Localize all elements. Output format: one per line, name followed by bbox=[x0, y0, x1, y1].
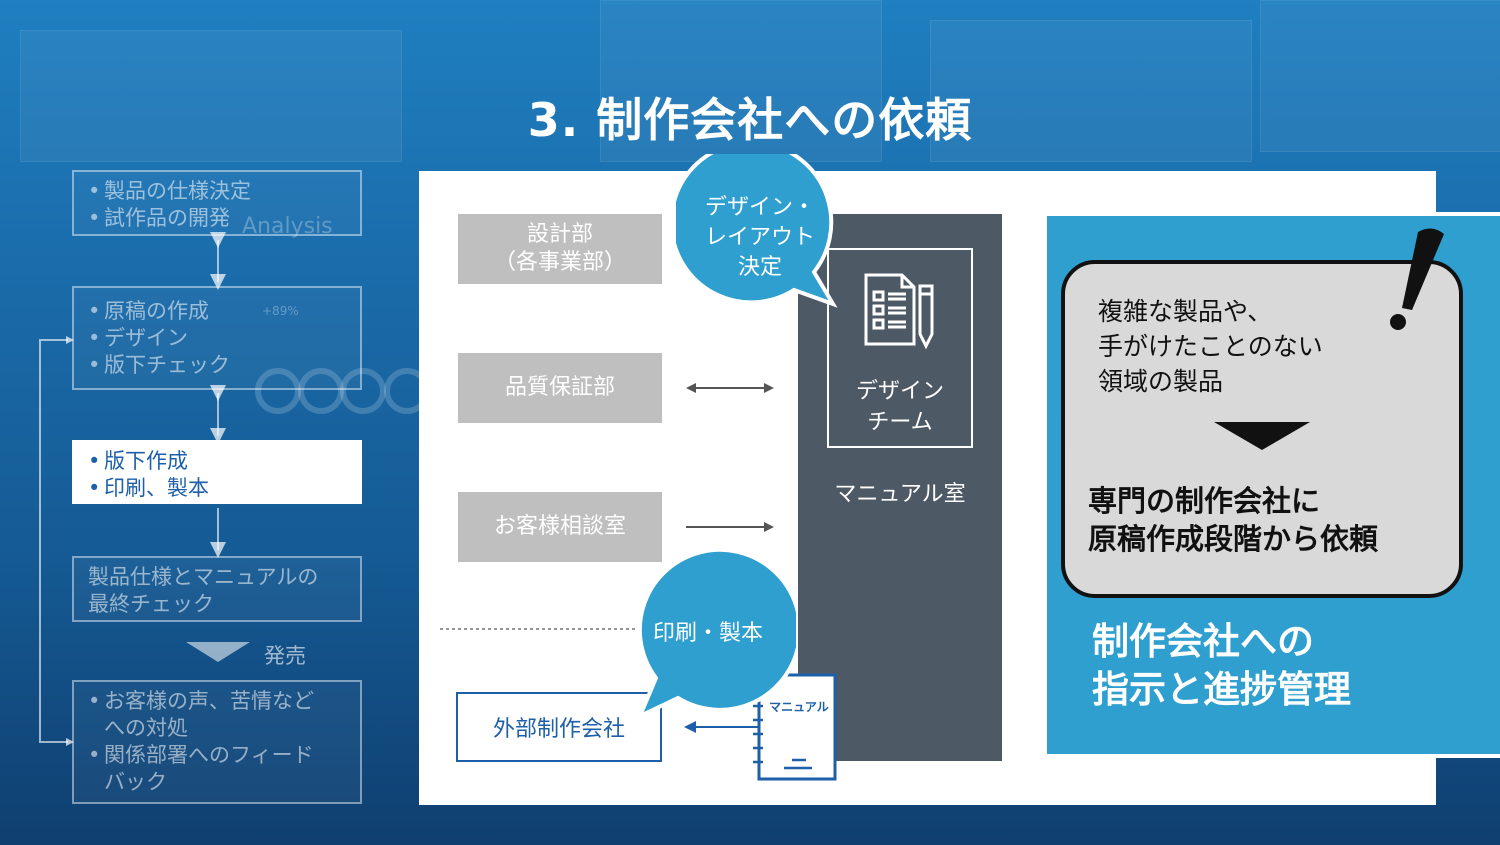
flow-text: 最終チェック bbox=[88, 592, 214, 616]
callout-result-line: 指示と進捗管理 bbox=[1092, 668, 1351, 711]
flow-text: 原稿の作成 bbox=[104, 299, 209, 323]
flow-text: 版下チェック bbox=[104, 353, 230, 377]
callout-condition-line: 手がけたことのない bbox=[1098, 332, 1323, 361]
quality-arrowhead-left bbox=[686, 383, 696, 393]
design-team-label-line: チーム bbox=[867, 410, 933, 435]
bubble-bottom: 印刷・製本 bbox=[630, 556, 786, 712]
dept-quality-label: 品質保証部 bbox=[504, 375, 615, 400]
callout-condition-line: 領域の製品 bbox=[1098, 367, 1224, 396]
bubble-top-line: 決定 bbox=[737, 255, 782, 280]
outside-company-box: 外部制作会社 bbox=[456, 692, 662, 762]
bubble-top-line: レイアウト bbox=[704, 225, 815, 250]
callout-result-line: 制作会社への bbox=[1092, 620, 1314, 663]
bubble-bottom-label: 印刷・製本 bbox=[652, 621, 763, 646]
bubble-bottom-shape bbox=[636, 548, 796, 721]
manual-room-label: マニュアル室 bbox=[834, 482, 966, 507]
customer-arrowhead bbox=[764, 522, 774, 532]
callout-condition: 複雑な製品や、 手がけたことのない 領域の製品 bbox=[1098, 294, 1323, 399]
release-label: 発売 bbox=[264, 644, 306, 668]
flow-box-spec: •製品の仕様決定 •試作品の開発 bbox=[72, 170, 362, 236]
bg-pane bbox=[1260, 0, 1500, 152]
release-triangle bbox=[186, 642, 250, 662]
flow-text: 版下作成 bbox=[104, 449, 188, 473]
flow-text: 製品の仕様決定 bbox=[104, 179, 251, 203]
dept-quality-box: 品質保証部 bbox=[458, 353, 662, 423]
down-triangle bbox=[1214, 422, 1310, 450]
outside-arrowhead bbox=[684, 721, 696, 733]
flow-text: お客様の声、苦情など bbox=[104, 689, 314, 713]
flow-box-draft: •原稿の作成 •デザイン •版下チェック bbox=[72, 286, 362, 390]
bubble-top-shape bbox=[676, 154, 838, 308]
feedback-arrowhead-bottom bbox=[66, 738, 74, 746]
exclamation-mark bbox=[1402, 228, 1444, 310]
callout-result: 制作会社への 指示と進捗管理 bbox=[1092, 618, 1351, 714]
bubble-top: デザイン・ レイアウト 決定 bbox=[682, 162, 838, 314]
bg-pane bbox=[20, 30, 402, 162]
flow-text: バック bbox=[104, 770, 167, 794]
callout-box-shape bbox=[1061, 228, 1463, 598]
page-title: 3. 制作会社への依頼 bbox=[527, 93, 973, 147]
callout-action-line: 原稿作成段階から依頼 bbox=[1088, 522, 1379, 556]
bubble-top-line: デザイン・ bbox=[704, 195, 815, 220]
callout-condition-line: 複雑な製品や、 bbox=[1098, 297, 1273, 326]
design-team-label: デザイン チーム bbox=[827, 376, 973, 438]
dept-customer-box: お客様相談室 bbox=[458, 492, 662, 562]
quality-arrowhead-right bbox=[764, 383, 774, 393]
flow-text: 製品仕様とマニュアルの bbox=[88, 565, 319, 589]
outside-company-label: 外部制作会社 bbox=[492, 717, 625, 742]
dept-design-label: 設計部 bbox=[526, 222, 593, 247]
dept-design-box: 設計部 （各事業部） bbox=[458, 214, 662, 284]
dept-customer-label: お客様相談室 bbox=[493, 514, 626, 539]
feedback-loop-line bbox=[39, 339, 68, 743]
flow-text: デザイン bbox=[104, 326, 188, 350]
manual-book-label: マニュアル bbox=[769, 700, 829, 714]
bg-analysis-text: Analysis bbox=[242, 214, 333, 239]
document-pen-icon bbox=[864, 273, 934, 350]
callout-action: 専門の制作会社に 原稿作成段階から依頼 bbox=[1088, 482, 1378, 558]
flow-text: 関係部署へのフィード bbox=[104, 743, 314, 767]
bg-ring bbox=[340, 368, 386, 414]
flow-text: 印刷、製本 bbox=[104, 476, 209, 500]
bg-pane bbox=[930, 20, 1252, 162]
design-team-box bbox=[827, 248, 973, 448]
callout-action-line: 専門の制作会社に bbox=[1088, 484, 1321, 518]
flow-box-feedback: •お客様の声、苦情など への対処 •関係部署へのフィード バック bbox=[72, 680, 362, 804]
feedback-arrowhead-top bbox=[66, 336, 74, 344]
flow-box-print-active: •版下作成 •印刷、製本 bbox=[72, 440, 362, 504]
bg-percent-text: +89% bbox=[262, 304, 299, 318]
flow-text: 試作品の開発 bbox=[104, 206, 230, 230]
flow-text: への対処 bbox=[104, 716, 188, 740]
design-team-label-line: デザイン bbox=[855, 379, 944, 404]
bg-pane bbox=[600, 0, 882, 162]
flow-box-final-check: 製品仕様とマニュアルの 最終チェック bbox=[72, 556, 362, 622]
dept-design-sublabel: （各事業部） bbox=[493, 250, 626, 275]
